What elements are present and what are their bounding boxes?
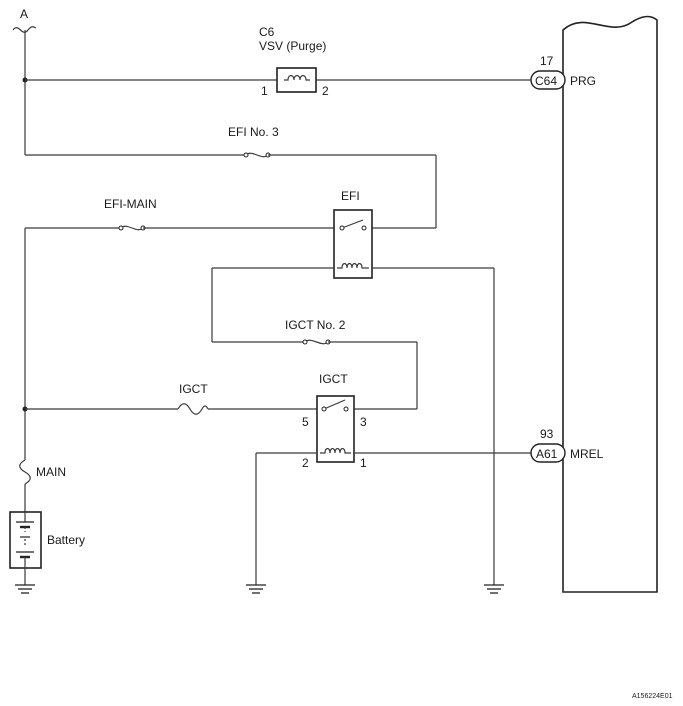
connector-c64-label: C64 (535, 74, 557, 88)
connector-c64 (530, 70, 566, 90)
igct-pin5-label: 5 (302, 415, 309, 429)
prg-signal-label: PRG (570, 74, 596, 88)
main-fuse-icon (19, 459, 31, 485)
vsv-coil-icon (284, 74, 310, 81)
node-a-label: A (20, 7, 28, 21)
efi-main-label: EFI-MAIN (104, 197, 157, 211)
vsv-name-label: VSV (Purge) (259, 39, 326, 53)
igct-fuse-label: IGCT (179, 382, 208, 396)
figure-code: A156224E01 (632, 693, 673, 700)
igct-no2-fuse-icon (304, 339, 329, 345)
ecm-body (562, 15, 658, 593)
vsv-pin2-label: 2 (322, 84, 329, 98)
ground-icon-efi (484, 584, 504, 594)
main-fuse-label: MAIN (36, 465, 66, 479)
connector-a61 (530, 443, 566, 463)
mrel-signal-label: MREL (570, 447, 604, 461)
node-a-break (12, 26, 37, 33)
mrel-pin-number: 93 (540, 427, 554, 441)
vsv-pin1-label: 1 (261, 84, 268, 98)
ground-icon-battery (15, 584, 35, 594)
igct-no2-label: IGCT No. 2 (285, 318, 346, 332)
ground-icon-igct (246, 584, 266, 594)
vsv-purge-box (276, 67, 317, 93)
efi-relay-label: EFI (341, 189, 360, 203)
efi-relay-coil-icon (337, 262, 369, 269)
igct-relay-label: IGCT (319, 372, 348, 386)
igct-pin1-label: 1 (360, 456, 367, 470)
igct-pin2-label: 2 (302, 456, 309, 470)
battery-label: Battery (47, 533, 85, 547)
igct-fuse-icon (177, 403, 209, 415)
efi-relay-switch-icon (341, 219, 364, 229)
efi-no3-label: EFI No. 3 (228, 125, 279, 139)
igct-pin3-label: 3 (360, 415, 367, 429)
prg-pin-number: 17 (540, 54, 554, 68)
efi-no3-fuse-icon (245, 152, 269, 158)
efi-relay-box (333, 209, 373, 279)
vsv-ref-label: C6 (259, 25, 275, 39)
efi-main-fuse-icon (120, 225, 144, 231)
igct-relay-switch-icon (323, 399, 346, 410)
connector-a61-label: A61 (536, 447, 558, 461)
igct-relay-coil-icon (320, 447, 351, 454)
